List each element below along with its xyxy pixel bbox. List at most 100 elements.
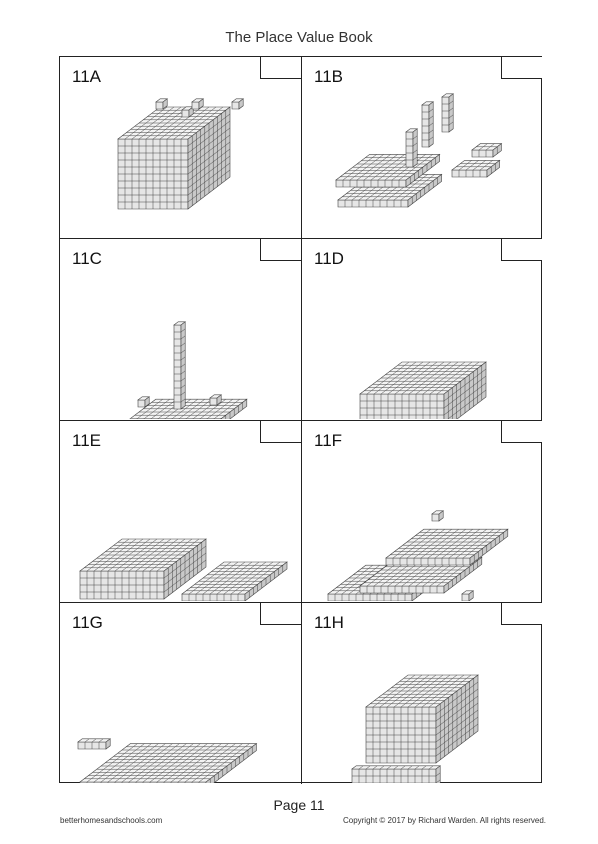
block-grid-line [448,529,487,559]
block-grid-line [171,399,198,419]
block-grid-line [178,399,205,419]
block-front-face [191,101,200,110]
block-grid-line [379,765,385,770]
block-grid-line [447,389,487,419]
block-grid-line [393,765,399,770]
block-grid-line [414,765,420,770]
block-grid-line [428,122,434,127]
block-grid-line [448,121,454,126]
block-side-face [486,159,500,178]
block-side-face [144,396,150,408]
block-grid-line [435,723,479,757]
block-grid-line [163,545,207,579]
block-grid-line [187,113,231,147]
block-grid-line [413,529,452,559]
block-grid-line [434,529,473,559]
block-side-face [448,93,454,133]
answer-box[interactable] [260,239,301,261]
block-grid-line [427,529,466,559]
block-grid-line [180,356,186,361]
block-grid-line [412,135,418,140]
block-grid-line [98,738,104,743]
block-front-face [181,593,246,601]
website-link[interactable]: betterhomesandschools.com [60,816,163,825]
block-side-face [216,394,222,406]
block-grid-line [428,129,434,134]
block-grid-line [392,529,431,559]
base-ten-blocks-11g [77,738,258,783]
block-front-face [461,593,470,601]
block-front-face [471,149,494,158]
block-grid-line [428,765,434,770]
block-grid-line [407,765,413,770]
answer-box[interactable] [501,421,542,443]
block-grid-line [458,160,472,171]
answer-box[interactable] [501,57,542,79]
base-ten-blocks-11d [359,361,487,419]
answer-box[interactable] [260,57,301,79]
panel-11f: 11F [301,421,542,602]
block-grid-line [150,399,177,419]
panel-label: 11B [314,67,343,86]
block-grid-line [84,738,90,743]
block-grid-line [187,127,231,161]
block-grid-line [465,160,479,171]
block-grid-line [448,114,454,119]
panel-11a: 11A [60,57,301,238]
base-ten-blocks-11b [335,93,503,208]
answer-box[interactable] [260,603,301,625]
block-grid-line [428,108,434,113]
block-grid-line [187,162,231,196]
block-grid-line [412,149,418,154]
panel-11c: 11C [60,239,301,420]
block-grid-line [163,552,207,586]
block-side-face [198,98,204,110]
block-grid-line [180,363,186,368]
block-grid-line [180,342,186,347]
block-grid-line [180,349,186,354]
block-grid-line [428,115,434,120]
block-grid-line [435,709,479,743]
block-side-face [162,98,168,110]
answer-box[interactable] [501,603,542,625]
block-front-face [181,109,190,118]
panel-11d: 11D [301,239,542,420]
block-grid-line [435,688,479,722]
block-grid-line [187,141,231,175]
panel-11g: 11G [60,603,301,784]
block-grid-line [435,716,479,750]
block-grid-line [386,765,392,770]
block-side-face [238,98,244,110]
base-ten-blocks-11c [129,321,248,419]
block-grid-line [206,399,233,419]
block-grid-line [428,136,434,141]
block-grid-line [199,399,226,419]
block-grid-line [213,399,240,419]
block-grid-line [455,529,494,559]
block-front-face [431,513,440,522]
answer-box[interactable] [260,421,301,443]
block-grid-line [143,399,170,419]
block-grid-line [412,156,418,161]
panel-label: 11E [72,431,101,450]
block-grid-line [472,160,486,171]
block-grid-line [443,368,487,402]
block-grid-line [443,382,487,416]
block-side-face [105,738,111,750]
exercise-grid: 11A 11B 11C 11D 11E 11F 11G 11H [59,56,542,784]
block-grid-line [412,142,418,147]
block-grid-line [348,565,387,595]
block-grid-line [187,155,231,189]
page-number: Page 11 [273,797,325,813]
answer-box[interactable] [501,239,542,261]
block-grid-line [341,565,380,595]
block-grid-line [441,529,480,559]
panel-label: 11C [72,249,102,268]
block-front-face [137,399,146,408]
block-grid-line [187,169,231,203]
block-grid-line [180,377,186,382]
panel-11b: 11B [301,57,542,238]
block-side-face [438,510,444,522]
block-grid-line [91,738,97,743]
block-grid-line [180,328,186,333]
